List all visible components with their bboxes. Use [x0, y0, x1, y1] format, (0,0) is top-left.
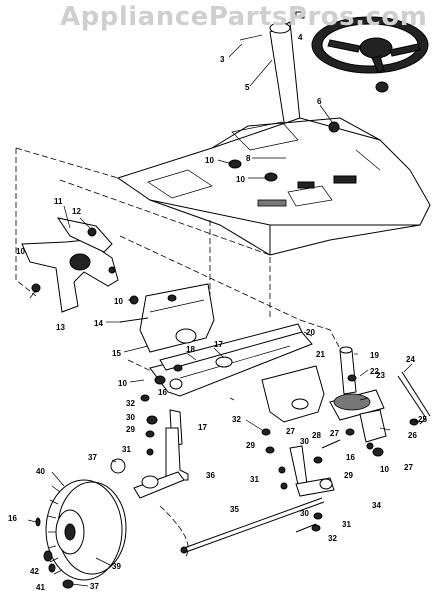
steering-wheel	[311, 16, 429, 93]
part-label: 27	[404, 463, 413, 472]
part-label: 12	[72, 207, 81, 216]
leader-lines	[27, 43, 421, 587]
part-label: 19	[370, 351, 379, 360]
part-label: 29	[246, 441, 255, 450]
sector-gear	[329, 371, 431, 457]
part-label: 11	[54, 197, 63, 206]
left-bracket	[21, 217, 119, 313]
part-label: 17	[198, 423, 207, 432]
part-label: 30	[126, 413, 135, 422]
part-label: 29	[344, 471, 353, 480]
part-label: 36	[206, 471, 215, 480]
part-label: 32	[232, 415, 241, 424]
watermark: AppliancePartsPros.com	[60, 2, 428, 32]
part-label: 3	[220, 55, 225, 64]
part-label: 23	[376, 371, 385, 380]
right-spindle	[261, 428, 355, 533]
part-label: 10	[205, 156, 214, 165]
part-label: 39	[112, 562, 121, 571]
part-label: 22	[370, 367, 379, 376]
part-label: 35	[230, 505, 239, 514]
part-label: 4	[298, 33, 303, 42]
part-label: 16	[158, 388, 167, 397]
part-label: 10	[16, 247, 25, 256]
part-label: 30	[300, 437, 309, 446]
part-label: 16	[8, 514, 17, 523]
front-axle	[140, 323, 313, 447]
part-label: 10	[118, 379, 127, 388]
part-label: 18	[186, 345, 195, 354]
part-label: 32	[126, 399, 135, 408]
part-label: 21	[316, 350, 325, 359]
part-label: 42	[30, 567, 39, 576]
part-label: 10	[380, 465, 389, 474]
part-label: 8	[246, 154, 251, 163]
part-label: 5	[245, 83, 250, 92]
part-label: 27	[330, 429, 339, 438]
front-wheel	[35, 479, 127, 589]
part-label: 26	[408, 431, 417, 440]
part-label: 27	[286, 427, 295, 436]
part-label: 15	[112, 349, 121, 358]
part-label: 28	[312, 431, 321, 440]
part-label: 31	[342, 520, 351, 529]
part-label: 32	[328, 534, 337, 543]
part-label: 31	[122, 445, 131, 454]
part-label: 31	[250, 475, 259, 484]
axle-support	[119, 283, 215, 353]
part-label: 30	[300, 509, 309, 518]
dash-panel	[116, 117, 431, 256]
tie-rod	[159, 497, 325, 557]
left-spindle	[110, 415, 189, 499]
part-label: 14	[94, 319, 103, 328]
part-label: 13	[56, 323, 65, 332]
part-label: 6	[317, 97, 322, 106]
part-label: 17	[214, 340, 223, 349]
part-label: 10	[236, 175, 245, 184]
part-label: 10	[114, 297, 123, 306]
part-label: 24	[406, 355, 415, 364]
part-label: 29	[126, 425, 135, 434]
part-label: 37	[88, 453, 97, 462]
part-label: 41	[36, 583, 45, 592]
part-label: 34	[372, 501, 381, 510]
part-number-labels: 3 4 5 6 8 10 10 11 12 10 13 10 14 15 20 …	[8, 33, 427, 592]
part-label: 37	[90, 582, 99, 591]
part-label: 40	[36, 467, 45, 476]
part-label: 25	[418, 415, 427, 424]
part-label: 20	[306, 328, 315, 337]
part-label: 16	[346, 453, 355, 462]
